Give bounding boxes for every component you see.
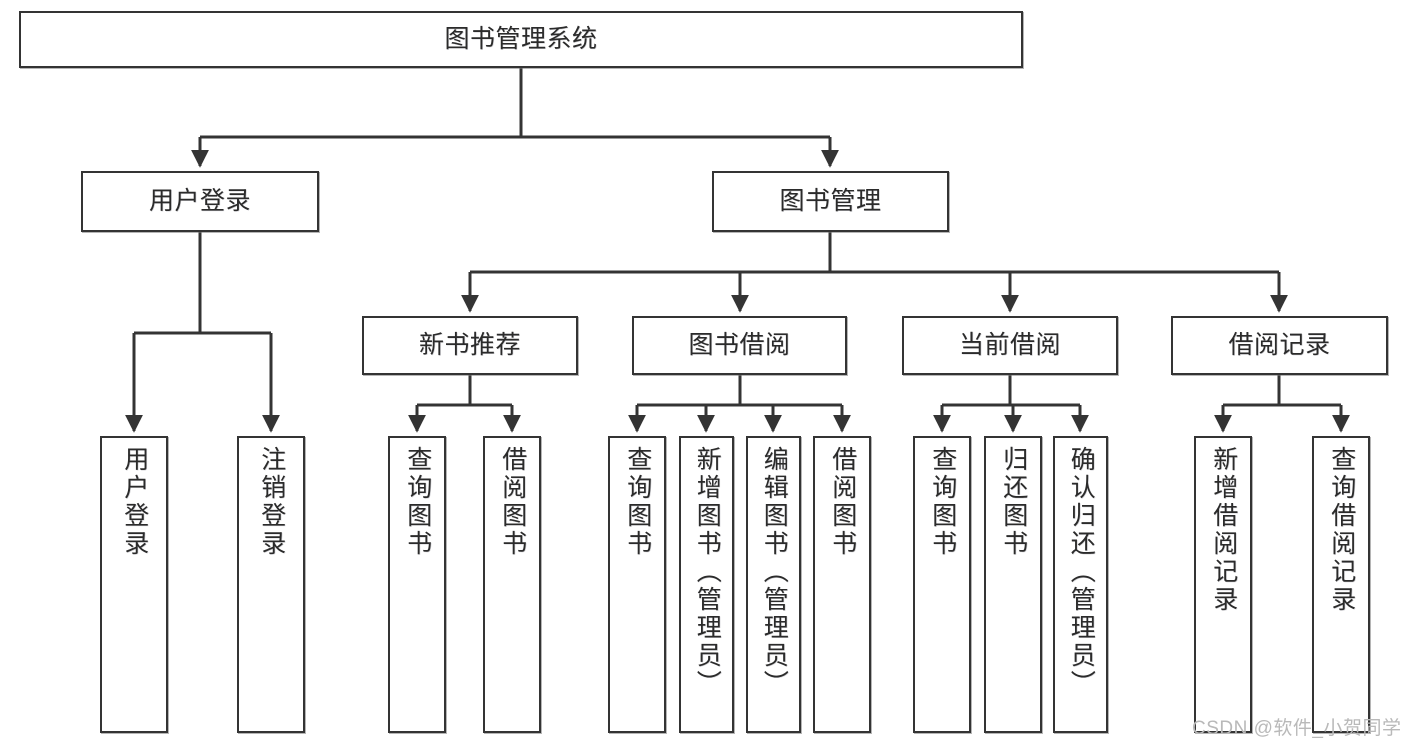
node-leaf-user-login-label: 用户登录 [120, 446, 149, 558]
node-leaf-borrow-book-2[interactable]: 借阅图书 [813, 436, 871, 733]
node-book-borrow[interactable]: 图书借阅 [632, 316, 847, 375]
node-leaf-add-record-label: 新增借阅记录 [1209, 446, 1238, 614]
node-leaf-user-logout-label: 注销登录 [257, 446, 286, 558]
node-leaf-query-record[interactable]: 查询借阅记录 [1312, 436, 1370, 733]
node-leaf-edit-book[interactable]: 编辑图书（管理员） [746, 436, 801, 733]
node-new-book-recommend-label: 新书推荐 [418, 331, 521, 360]
node-leaf-add-book[interactable]: 新增图书（管理员） [679, 436, 734, 733]
node-user-login[interactable]: 用户登录 [81, 171, 319, 232]
node-leaf-edit-book-label: 编辑图书（管理员） [760, 446, 789, 698]
node-leaf-query-book-1[interactable]: 查询图书 [388, 436, 446, 733]
node-leaf-query-book-3-label: 查询图书 [928, 446, 957, 558]
node-borrow-record[interactable]: 借阅记录 [1171, 316, 1388, 375]
node-leaf-user-login[interactable]: 用户登录 [100, 436, 168, 733]
node-leaf-confirm-return[interactable]: 确认归还（管理员） [1053, 436, 1108, 733]
node-book-management-label: 图书管理 [779, 187, 882, 216]
node-leaf-return-book[interactable]: 归还图书 [984, 436, 1042, 733]
node-leaf-borrow-book-2-label: 借阅图书 [828, 446, 857, 558]
node-user-login-label: 用户登录 [148, 187, 251, 216]
node-leaf-return-book-label: 归还图书 [999, 446, 1028, 558]
node-root[interactable]: 图书管理系统 [19, 11, 1023, 68]
node-leaf-query-book-2[interactable]: 查询图书 [608, 436, 666, 733]
node-book-management[interactable]: 图书管理 [712, 171, 949, 232]
node-leaf-borrow-book-1-label: 借阅图书 [498, 446, 527, 558]
node-leaf-confirm-return-label: 确认归还（管理员） [1067, 446, 1096, 698]
csdn-watermark: CSDN @软件_小贺同学 [1192, 718, 1402, 739]
node-current-borrow-label: 当前借阅 [958, 331, 1061, 360]
node-leaf-add-book-label: 新增图书（管理员） [693, 446, 722, 698]
node-leaf-user-logout[interactable]: 注销登录 [237, 436, 305, 733]
node-leaf-borrow-book-1[interactable]: 借阅图书 [483, 436, 541, 733]
node-leaf-add-record[interactable]: 新增借阅记录 [1194, 436, 1252, 733]
node-borrow-record-label: 借阅记录 [1228, 331, 1331, 360]
node-leaf-query-book-1-label: 查询图书 [403, 446, 432, 558]
node-root-label: 图书管理系统 [444, 25, 598, 54]
node-leaf-query-book-2-label: 查询图书 [623, 446, 652, 558]
node-leaf-query-record-label: 查询借阅记录 [1327, 446, 1356, 614]
node-new-book-recommend[interactable]: 新书推荐 [362, 316, 578, 375]
node-book-borrow-label: 图书借阅 [688, 331, 791, 360]
node-current-borrow[interactable]: 当前借阅 [902, 316, 1118, 375]
node-leaf-query-book-3[interactable]: 查询图书 [913, 436, 971, 733]
